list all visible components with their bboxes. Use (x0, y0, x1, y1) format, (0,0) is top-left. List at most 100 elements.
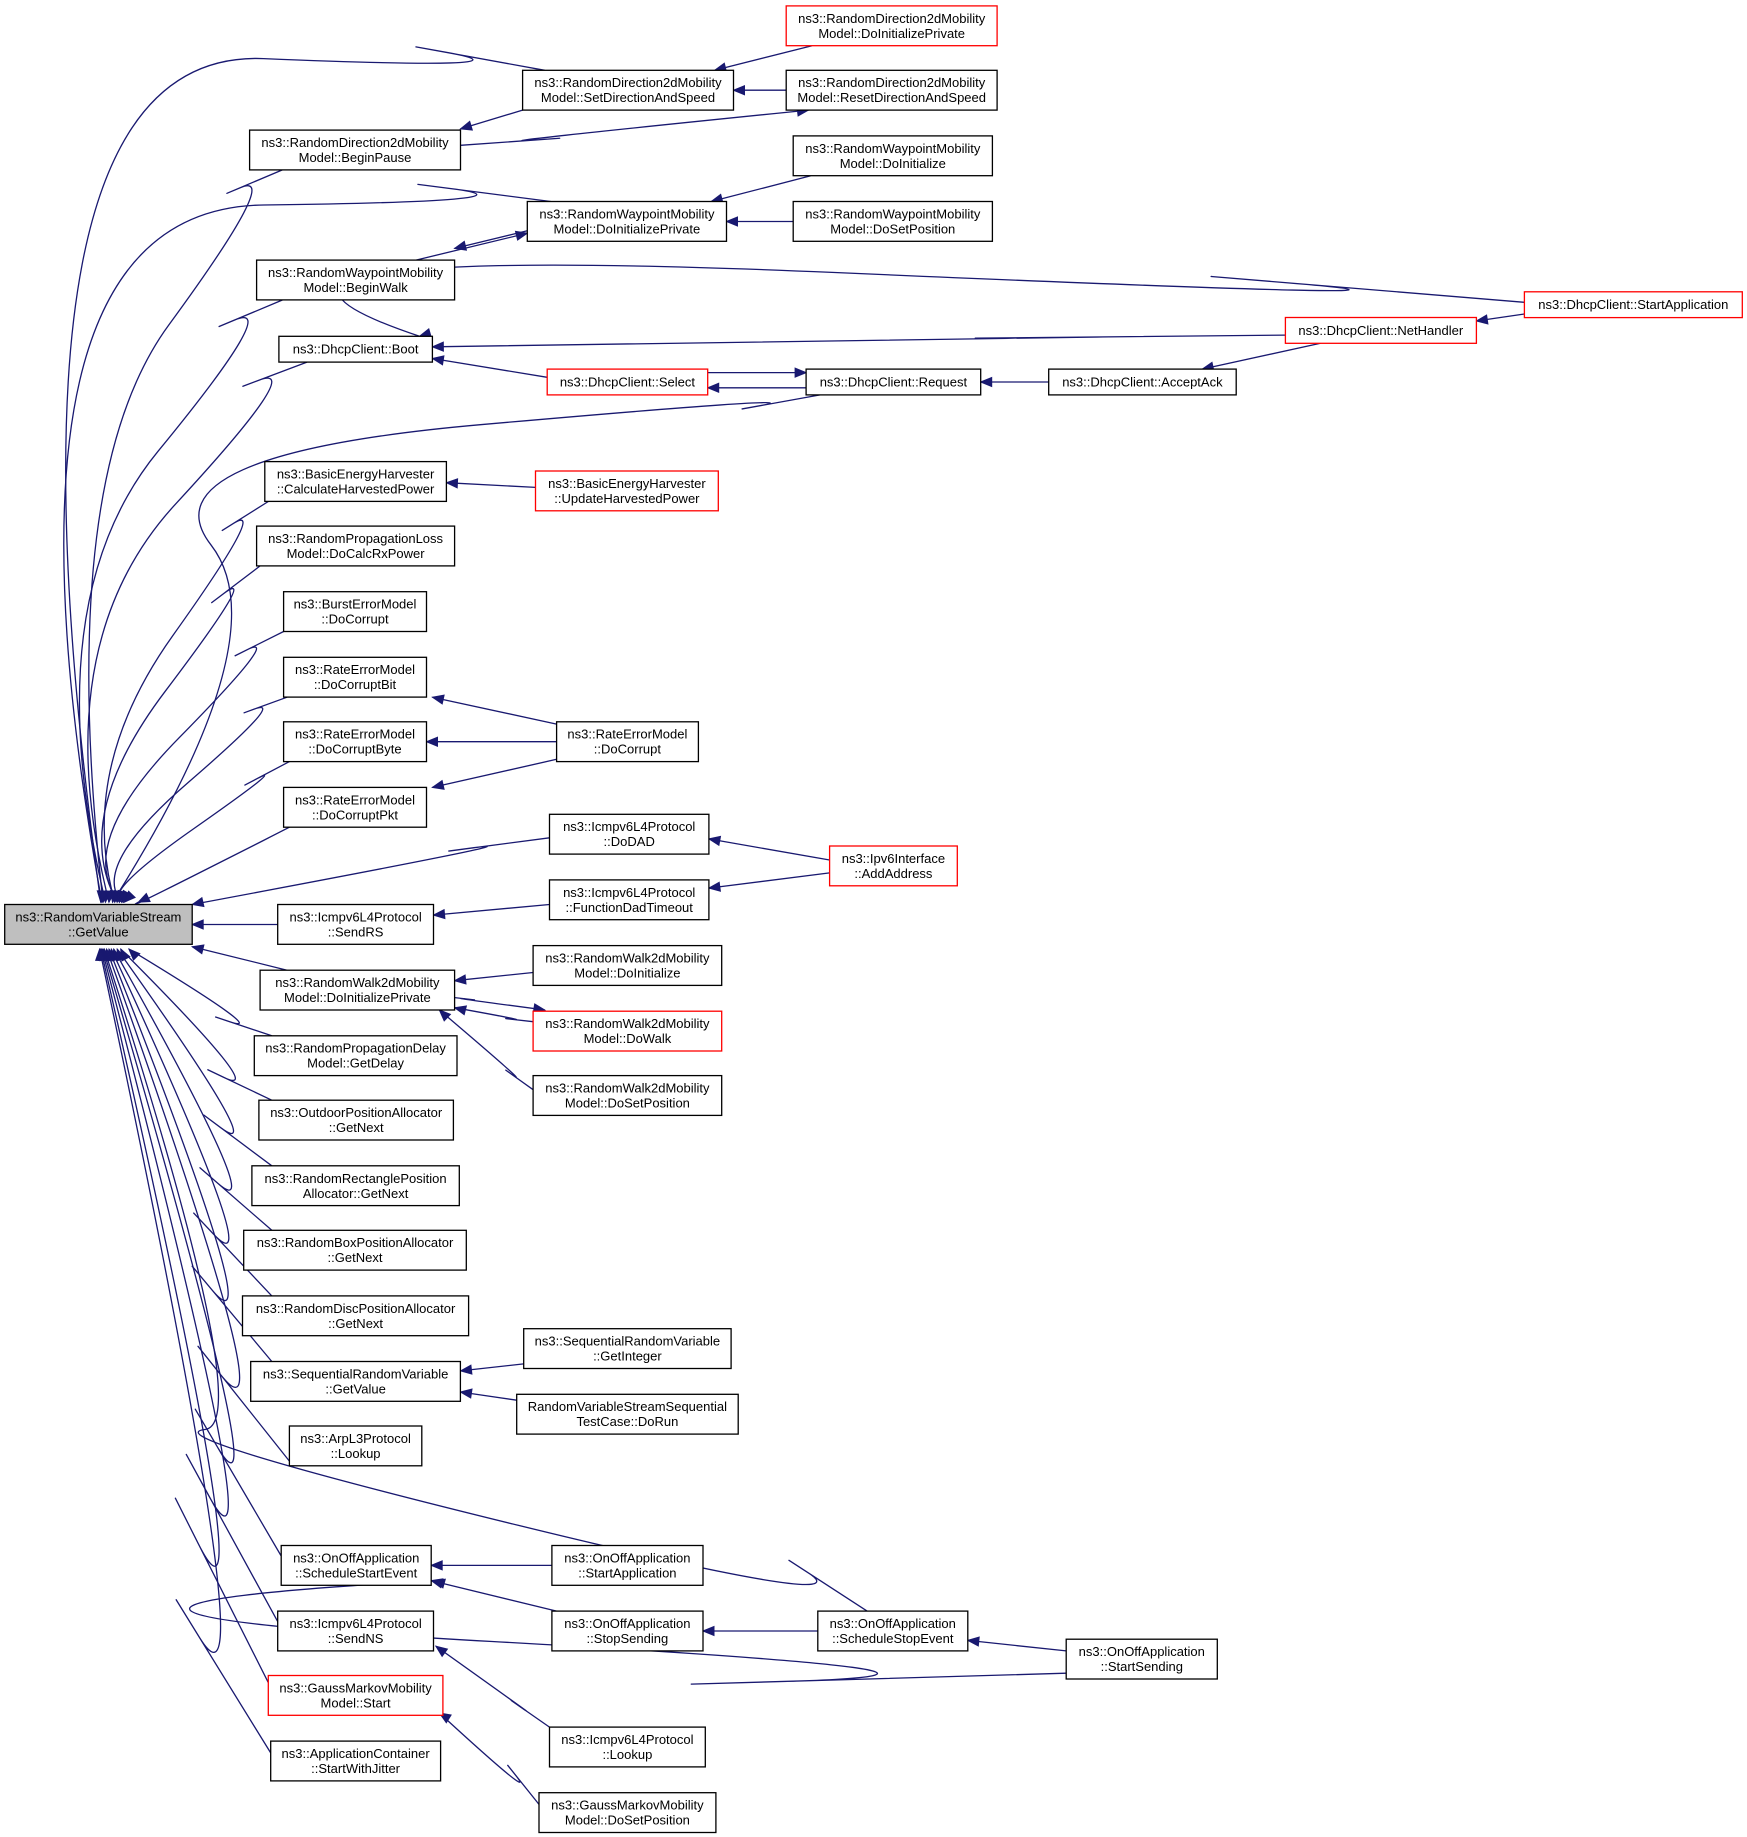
node-label-line: Model::ResetDirectionAndSpeed (797, 90, 986, 105)
node-box (282, 656, 428, 698)
arrowhead-rwalk_dowalk-to-rwalk_doinit_priv (453, 1005, 468, 1016)
node-burst_docorrupt[interactable]: ns3::BurstErrorModel::DoCorrupt (282, 591, 428, 633)
node-label-line: ns3::RateErrorModel (295, 792, 415, 807)
edge-rw_begin_walk-to-rw_doinit_priv (415, 232, 528, 261)
arrowhead-onoff_startsend-to-onoff_sched_start (432, 1578, 446, 1589)
node-gm_dosetpos[interactable]: ns3::GaussMarkovMobilityModel::DoSetPosi… (538, 1792, 717, 1834)
node-box (277, 903, 435, 945)
node-rw_doinit_priv[interactable]: ns3::RandomWaypointMobilityModel::DoInit… (526, 200, 728, 242)
node-rwalk_doinit[interactable]: ns3::RandomWalk2dMobilityModel::DoInitia… (532, 944, 723, 987)
node-rd_set_dir[interactable]: ns3::RandomDirection2dMobilityModel::Set… (521, 69, 735, 111)
node-icmp_dodad[interactable]: ns3::Icmpv6L4Protocol::DoDAD (548, 813, 710, 855)
node-label-line: ::StartWithJitter (311, 1761, 401, 1776)
node-icmp_sendrs[interactable]: ns3::Icmpv6L4Protocol::SendRS (277, 903, 435, 945)
node-label-line: ns3::SequentialRandomVariable (535, 1334, 721, 1349)
node-dhcp_request[interactable]: ns3::DhcpClient::Request (805, 368, 982, 396)
node-onoff_sched_start[interactable]: ns3::OnOffApplication::ScheduleStartEven… (280, 1544, 432, 1586)
node-label-line: ns3::RandomWaypointMobility (539, 207, 715, 222)
arrowhead-rate_byte-to-root (123, 890, 136, 904)
node-dhcp_acceptack[interactable]: ns3::DhcpClient::AcceptAck (1048, 368, 1237, 396)
node-label-line: ns3::RandomDirection2dMobility (534, 75, 722, 90)
node-box (258, 1099, 455, 1141)
arrowhead-rate_docorrupt-to-rate_bit (431, 694, 445, 705)
edge-rd_begin_pause-to-rd_reset_dir (460, 109, 809, 146)
node-beh_update[interactable]: ns3::BasicEnergyHarvester::UpdateHarvest… (534, 470, 719, 512)
node-seq_getvalue[interactable]: ns3::SequentialRandomVariable::GetValue (250, 1360, 462, 1402)
node-label-line: ns3::RandomPropagationDelay (265, 1041, 446, 1056)
node-seq_getint[interactable]: ns3::SequentialRandomVariable::GetIntege… (523, 1328, 732, 1370)
node-onoff_startapp[interactable]: ns3::OnOffApplication::StartApplication (551, 1544, 704, 1586)
node-label-line: ns3::OutdoorPositionAllocator (270, 1105, 443, 1120)
node-rate_pkt[interactable]: ns3::RateErrorModel::DoCorruptPkt (282, 786, 428, 828)
node-box (267, 1674, 444, 1716)
arrowhead-dhcp_request-to-dhcp_select (706, 382, 720, 394)
node-dhcp_startapp[interactable]: ns3::DhcpClient::StartApplication (1523, 291, 1743, 319)
node-box (4, 903, 193, 945)
node-outdoor_getnext[interactable]: ns3::OutdoorPositionAllocator::GetNext (258, 1099, 455, 1141)
node-rd_begin_pause[interactable]: ns3::RandomDirection2dMobilityModel::Beg… (248, 129, 462, 171)
node-rw_begin_walk[interactable]: ns3::RandomWaypointMobilityModel::BeginW… (255, 259, 456, 301)
arrowhead-rate_docorrupt-to-rate_byte (425, 736, 438, 747)
node-onoff_sched_stop[interactable]: ns3::OnOffApplication::ScheduleStopEvent (817, 1610, 969, 1652)
node-label-line: ::AddAddress (854, 866, 933, 881)
node-label-line: ns3::Icmpv6L4Protocol (563, 819, 695, 834)
arrowhead-rw_doinit_priv-to-root (98, 890, 109, 904)
node-arp_lookup[interactable]: ns3::ArpL3Protocol::Lookup (288, 1425, 423, 1467)
node-rate_byte[interactable]: ns3::RateErrorModel::DoCorruptByte (282, 721, 428, 763)
edge-onoff_startsend-to-onoff_sched_stop (967, 1639, 1067, 1652)
node-icmp_sendns[interactable]: ns3::Icmpv6L4Protocol::SendNS (277, 1610, 435, 1652)
edge-appcont_jitter-to-root (98, 948, 272, 1754)
node-label-line: ::UpdateHarvestedPower (554, 491, 700, 506)
node-box (551, 1610, 704, 1652)
node-label-line: ::GetNext (328, 1316, 383, 1331)
node-rwalk_doinit_priv[interactable]: ns3::RandomWalk2dMobilityModel::DoInitia… (259, 969, 456, 1011)
node-label-line: ns3::RandomDirection2dMobility (798, 11, 986, 26)
node-dhcp_nethandler[interactable]: ns3::DhcpClient::NetHandler (1284, 316, 1478, 344)
node-rd_reset_dir[interactable]: ns3::RandomDirection2dMobilityModel::Res… (785, 69, 998, 111)
node-onoff_stopsend[interactable]: ns3::OnOffApplication::StopSending (551, 1610, 704, 1652)
node-ipv6_addaddr[interactable]: ns3::Ipv6Interface::AddAddress (828, 845, 958, 887)
node-rw_dosetpos[interactable]: ns3::RandomWaypointMobilityModel::DoSetP… (792, 200, 994, 242)
node-box (278, 335, 434, 363)
node-label-line: ::GetNext (329, 1120, 384, 1135)
node-rwalk_dosetpos[interactable]: ns3::RandomWalk2dMobilityModel::DoSetPos… (532, 1074, 723, 1117)
node-dhcp_boot[interactable]: ns3::DhcpClient::Boot (278, 335, 434, 363)
node-label-line: ns3::BasicEnergyHarvester (277, 467, 435, 482)
node-label-line: ::StartSending (1101, 1659, 1183, 1674)
edge-icmp_lookup-to-icmp_sendns (435, 1645, 550, 1728)
node-icmp_lookup[interactable]: ns3::Icmpv6L4Protocol::Lookup (548, 1726, 706, 1768)
node-rate_bit[interactable]: ns3::RateErrorModel::DoCorruptBit (282, 656, 428, 698)
node-label-line: Model::DoInitializePrivate (818, 26, 965, 41)
node-disc_getnext[interactable]: ns3::RandomDiscPositionAllocator::GetNex… (241, 1295, 470, 1337)
node-label-line: ns3::RateErrorModel (567, 727, 687, 742)
node-box (548, 879, 710, 921)
node-box (1065, 1638, 1218, 1680)
node-icmp_funcdad[interactable]: ns3::Icmpv6L4Protocol::FunctionDadTimeou… (548, 879, 710, 921)
node-seq_test[interactable]: RandomVariableStreamSequentialTestCase::… (516, 1393, 739, 1435)
node-rpd_getdelay[interactable]: ns3::RandomPropagationDelayModel::GetDel… (253, 1035, 458, 1077)
node-rect_getnext[interactable]: ns3::RandomRectanglePositionAllocator::G… (251, 1165, 460, 1207)
node-rd_doinit_priv[interactable]: ns3::RandomDirection2dMobilityModel::DoI… (785, 5, 998, 47)
node-label-line: Model::BeginWalk (303, 280, 408, 295)
node-label-line: ns3::RateErrorModel (295, 727, 415, 742)
arrowhead-dhcp_acceptack-to-dhcp_request (979, 376, 993, 388)
node-root[interactable]: ns3::RandomVariableStream::GetValue (4, 903, 193, 945)
node-box_getnext[interactable]: ns3::RandomBoxPositionAllocator::GetNext (243, 1229, 467, 1271)
node-rw_doinit[interactable]: ns3::RandomWaypointMobilityModel::DoInit… (792, 135, 994, 177)
node-label-line: ns3::RandomWalk2dMobility (275, 975, 440, 990)
node-label-line: ns3::DhcpClient::AcceptAck (1062, 375, 1223, 390)
node-onoff_startsend[interactable]: ns3::OnOffApplication::StartSending (1065, 1638, 1218, 1680)
node-appcont_jitter[interactable]: ns3::ApplicationContainer::StartWithJitt… (270, 1740, 442, 1782)
edge-rwalk_doinit-to-rwalk_doinit_priv (454, 971, 534, 982)
node-box (538, 1792, 717, 1834)
node-rate_docorrupt[interactable]: ns3::RateErrorModel::DoCorrupt (555, 721, 700, 763)
node-box (255, 525, 456, 567)
node-label-line: ::StopSending (587, 1631, 669, 1646)
node-box (548, 1726, 706, 1768)
node-beh_calc[interactable]: ns3::BasicEnergyHarvester::CalculateHarv… (264, 460, 448, 503)
node-dhcp_select[interactable]: ns3::DhcpClient::Select (546, 368, 709, 396)
edge-outdoor_getnext-to-root (120, 948, 273, 1101)
node-rpl_docalc[interactable]: ns3::RandomPropagationLossModel::DoCalcR… (255, 525, 456, 567)
